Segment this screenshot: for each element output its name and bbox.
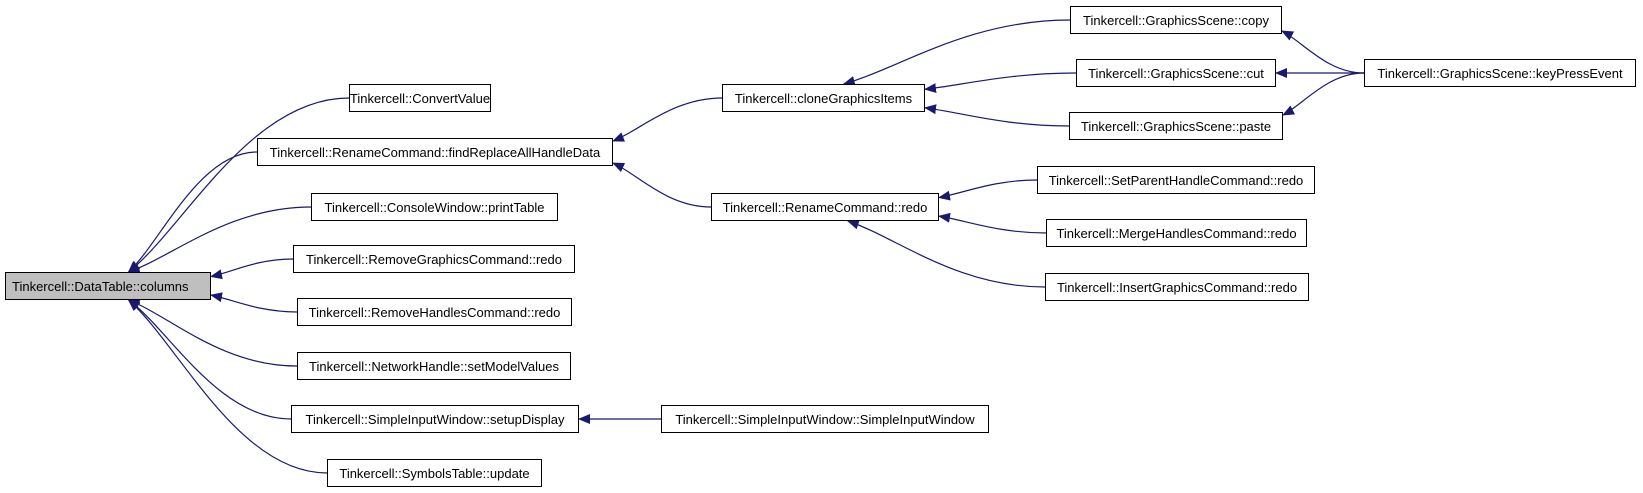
edge-simpleinputwindow-setupdisplay-to-datatable-columns <box>127 299 292 420</box>
node-graphicsscene-keypressevent[interactable]: Tinkercell::GraphicsScene::keyPressEvent <box>1364 59 1636 87</box>
node-graphicsscene-paste[interactable]: Tinkercell::GraphicsScene::paste <box>1069 112 1283 140</box>
node-clonegraphicsitems[interactable]: Tinkercell::cloneGraphicsItems <box>722 84 925 112</box>
node-simpleinputwindow-setupdisplay[interactable]: Tinkercell::SimpleInputWindow::setupDisp… <box>291 405 579 433</box>
edge-graphicsscene-copy-to-clonegraphicsitems <box>842 19 1071 86</box>
edge-graphicsscene-cut-to-clonegraphicsitems <box>924 72 1077 94</box>
node-renamecommand-findreplaceallhandledata[interactable]: Tinkercell::RenameCommand::findReplaceAl… <box>257 138 613 166</box>
edge-removegraphicscommand-redo-to-datatable-columns <box>210 258 294 280</box>
edge-removehandlescommand-redo-to-datatable-columns <box>210 292 298 313</box>
node-mergehandlescommand-redo[interactable]: Tinkercell::MergeHandlesCommand::redo <box>1046 219 1307 247</box>
edge-renamecommand-redo-to-renamecommand-findreplaceallhandledata <box>612 162 712 208</box>
edge-insertgraphicscommand-redo-to-renamecommand-redo <box>846 219 1046 288</box>
edge-graphicsscene-keypressevent-to-graphicsscene-copy <box>1281 30 1365 74</box>
edge-setparenthandlecommand-redo-to-renamecommand-redo <box>938 179 1038 201</box>
node-consolewindow-printtable[interactable]: Tinkercell::ConsoleWindow::printTable <box>311 193 558 221</box>
node-insertgraphicscommand-redo[interactable]: Tinkercell::InsertGraphicsCommand::redo <box>1045 273 1309 301</box>
node-renamecommand-redo[interactable]: Tinkercell::RenameCommand::redo <box>711 193 939 221</box>
node-graphicsscene-copy[interactable]: Tinkercell::GraphicsScene::copy <box>1070 6 1282 34</box>
node-symbolstable-update[interactable]: Tinkercell::SymbolsTable::update <box>327 459 542 487</box>
edge-graphicsscene-paste-to-clonegraphicsitems <box>924 104 1070 127</box>
node-graphicsscene-cut[interactable]: Tinkercell::GraphicsScene::cut <box>1076 59 1276 87</box>
node-removegraphicscommand-redo[interactable]: Tinkercell::RemoveGraphicsCommand::redo <box>293 245 575 273</box>
edge-convertvalue-to-datatable-columns <box>127 97 350 273</box>
node-convertvalue[interactable]: Tinkercell::ConvertValue <box>349 84 491 112</box>
node-setparenthandlecommand-redo[interactable]: Tinkercell::SetParentHandleCommand::redo <box>1037 166 1315 194</box>
edge-symbolstable-update-to-datatable-columns <box>127 299 328 474</box>
edge-graphicsscene-keypressevent-to-graphicsscene-paste <box>1282 72 1365 116</box>
node-removehandlescommand-redo[interactable]: Tinkercell::RemoveHandlesCommand::redo <box>297 298 572 326</box>
edge-clonegraphicsitems-to-renamecommand-findreplaceallhandledata <box>612 97 723 142</box>
node-datatable-columns: Tinkercell::DataTable::columns <box>5 272 211 300</box>
edge-renamecommand-findreplaceallhandledata-to-datatable-columns <box>127 151 258 273</box>
edge-networkhandle-setmodelvalues-to-datatable-columns <box>127 299 298 367</box>
edge-consolewindow-printtable-to-datatable-columns <box>127 206 312 274</box>
node-networkhandle-setmodelvalues[interactable]: Tinkercell::NetworkHandle::setModelValue… <box>297 352 571 380</box>
node-simpleinputwindow-simpleinputwindow[interactable]: Tinkercell::SimpleInputWindow::SimpleInp… <box>661 405 989 433</box>
edge-mergehandlescommand-redo-to-renamecommand-redo <box>938 212 1047 234</box>
